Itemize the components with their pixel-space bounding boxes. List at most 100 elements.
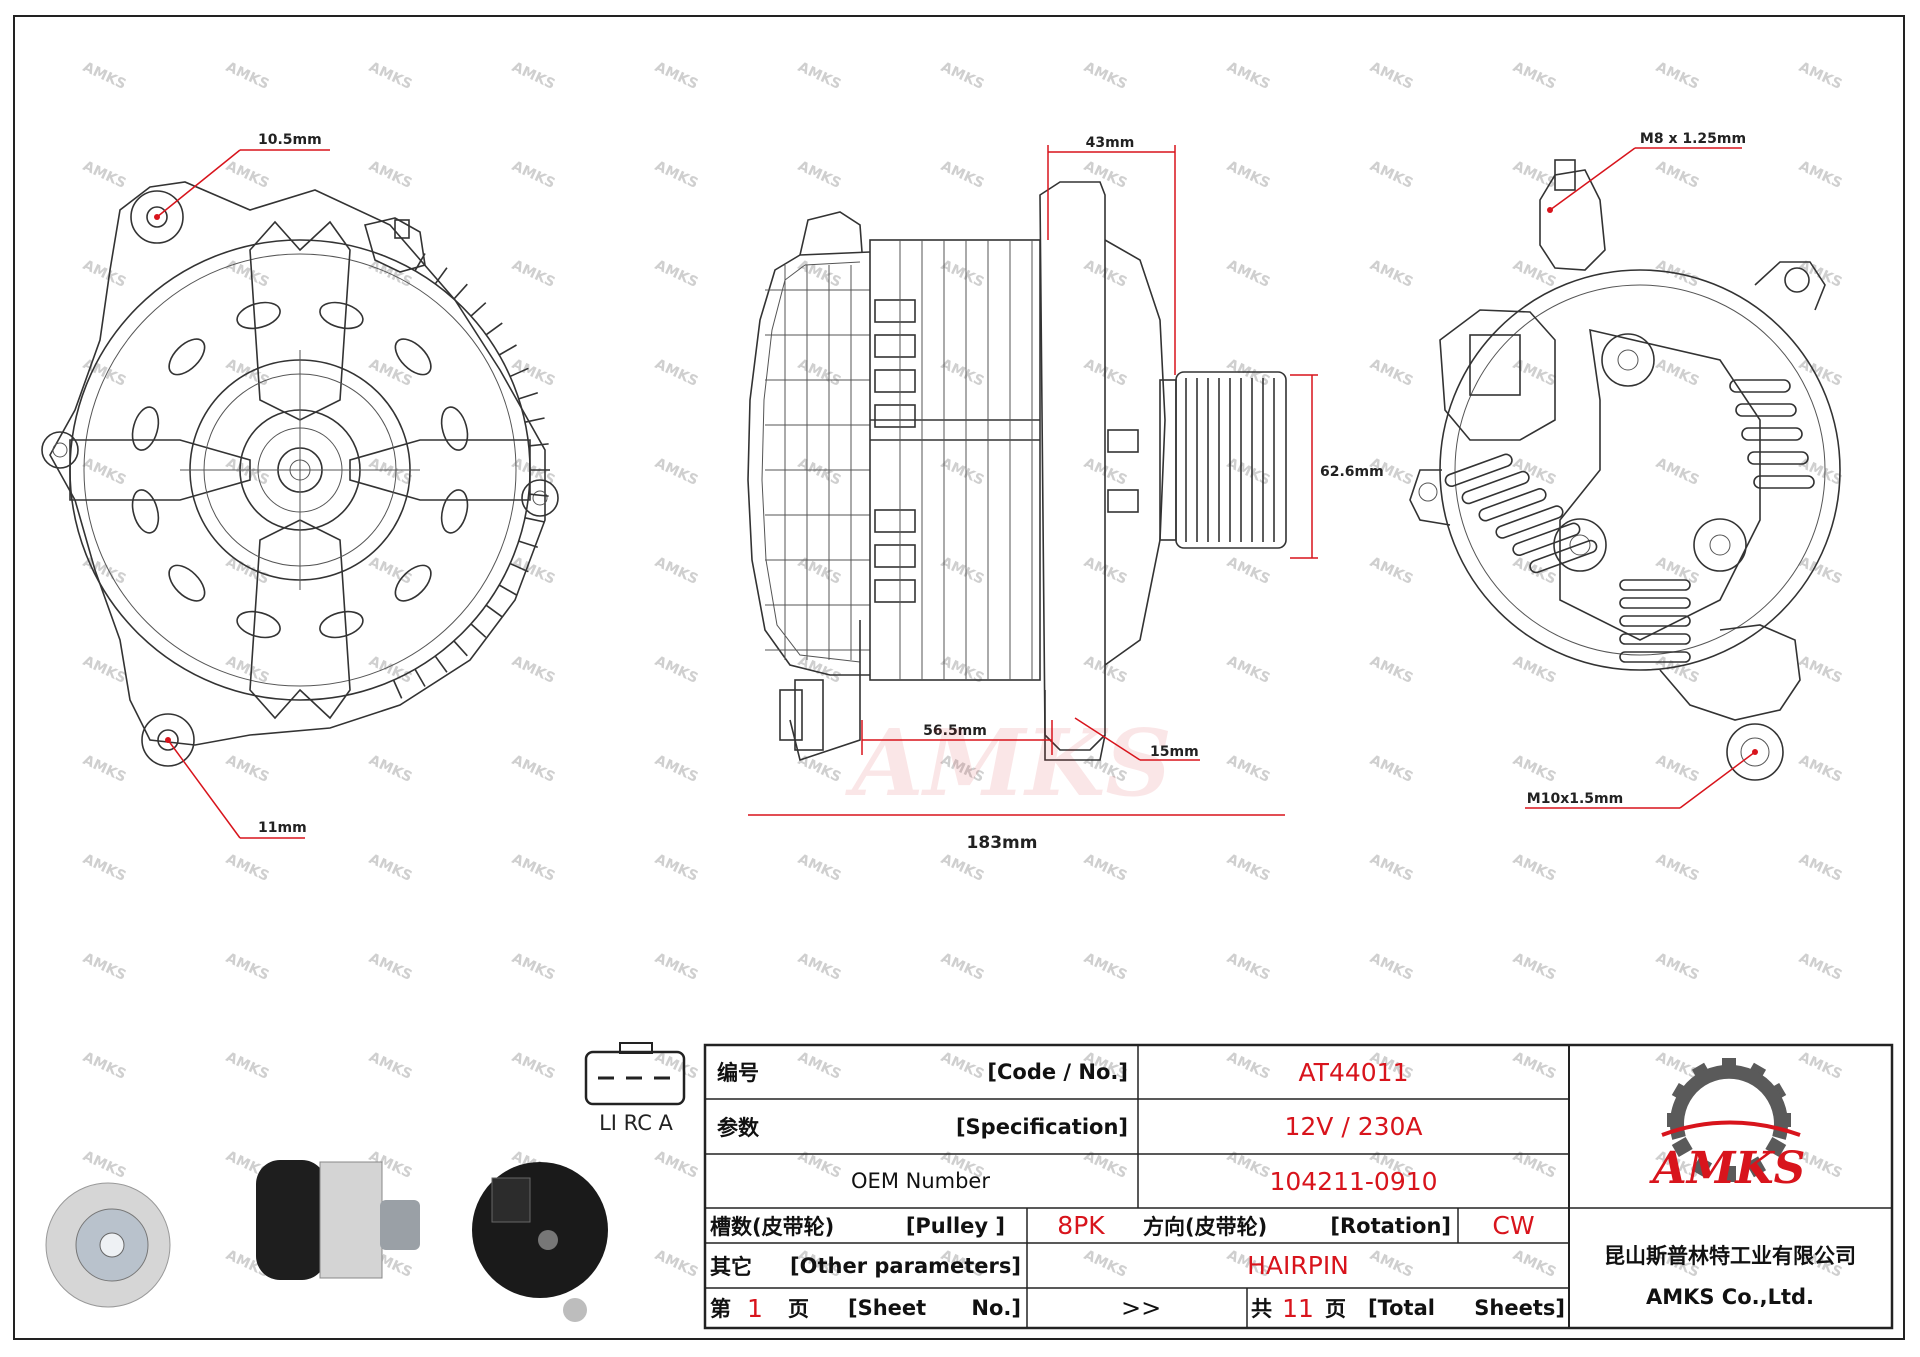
svg-text:AMKS: AMKS <box>1796 158 1844 192</box>
product-photo-rear <box>472 1162 608 1322</box>
svg-text:AMKS: AMKS <box>1367 950 1415 984</box>
svg-text:AMKS: AMKS <box>652 455 700 489</box>
svg-text:AMKS: AMKS <box>652 950 700 984</box>
svg-text:AMKS: AMKS <box>1796 59 1844 93</box>
svg-text:AMKS: AMKS <box>509 257 557 291</box>
svg-text:AMKS: AMKS <box>1796 950 1844 984</box>
svg-text:AMKS: AMKS <box>1367 158 1415 192</box>
svg-text:AMKS: AMKS <box>80 257 128 291</box>
company-name-en: AMKS Co.,Ltd. <box>1645 1285 1815 1309</box>
svg-text:AMKS: AMKS <box>1224 554 1272 588</box>
svg-text:AMKS: AMKS <box>1653 455 1701 489</box>
company-name-cn: 昆山斯普林特工业有限公司 <box>1604 1244 1856 1268</box>
title-block-grid <box>703 1043 1894 1330</box>
svg-text:AMKS: AMKS <box>366 158 414 192</box>
svg-text:AMKS: AMKS <box>80 851 128 885</box>
sheet-label-en-2: No.] <box>971 1296 1021 1320</box>
svg-text:AMKS: AMKS <box>1796 455 1844 489</box>
svg-text:AMKS: AMKS <box>80 1148 128 1182</box>
svg-text:AMKS: AMKS <box>223 455 271 489</box>
svg-text:AMKS: AMKS <box>1224 356 1272 390</box>
rotation-label-cn: 方向(皮带轮) <box>1143 1214 1268 1239</box>
svg-text:AMKS: AMKS <box>1224 752 1272 786</box>
svg-text:AMKS: AMKS <box>509 59 557 93</box>
svg-text:AMKS: AMKS <box>795 554 843 588</box>
svg-text:AMKS: AMKS <box>1653 851 1701 885</box>
logo-text: AMKS <box>1649 1143 1806 1194</box>
svg-text:AMKS: AMKS <box>1224 950 1272 984</box>
oem-value: 104211-0910 <box>1269 1166 1438 1196</box>
svg-text:AMKS: AMKS <box>652 1247 700 1281</box>
svg-text:AMKS: AMKS <box>366 554 414 588</box>
svg-text:AMKS: AMKS <box>652 1148 700 1182</box>
dim-mount-thread: M10x1.5mm <box>1527 791 1623 807</box>
other-label-cn: 其它 <box>710 1254 752 1279</box>
svg-text:AMKS: AMKS <box>1796 752 1844 786</box>
svg-text:AMKS: AMKS <box>1510 356 1558 390</box>
svg-text:AMKS: AMKS <box>223 1049 271 1083</box>
sheet-border <box>13 15 1905 1340</box>
svg-text:AMKS: AMKS <box>509 653 557 687</box>
svg-text:AMKS: AMKS <box>366 356 414 390</box>
svg-text:AMKS: AMKS <box>1081 950 1129 984</box>
total-label-en-2: Sheets] <box>1474 1296 1565 1320</box>
svg-text:AMKS: AMKS <box>938 653 986 687</box>
svg-text:AMKS: AMKS <box>795 158 843 192</box>
svg-text:AMKS: AMKS <box>652 752 700 786</box>
svg-text:AMKS: AMKS <box>1510 653 1558 687</box>
svg-text:AMKS: AMKS <box>1653 158 1701 192</box>
svg-text:AMKS: AMKS <box>1224 257 1272 291</box>
svg-text:AMKS: AMKS <box>1081 59 1129 93</box>
svg-text:AMKS: AMKS <box>223 851 271 885</box>
svg-text:AMKS: AMKS <box>1367 59 1415 93</box>
svg-text:AMKS: AMKS <box>1224 59 1272 93</box>
svg-text:AMKS: AMKS <box>366 455 414 489</box>
svg-text:AMKS: AMKS <box>80 158 128 192</box>
svg-text:AMKS: AMKS <box>80 455 128 489</box>
svg-text:AMKS: AMKS <box>1653 950 1701 984</box>
svg-text:AMKS: AMKS <box>1796 1049 1844 1083</box>
svg-text:AMKS: AMKS <box>1653 59 1701 93</box>
svg-text:AMKS: AMKS <box>1081 158 1129 192</box>
code-label-cn: 编号 <box>717 1061 759 1085</box>
svg-text:AMKS: AMKS <box>1224 455 1272 489</box>
svg-text:AMKS: AMKS <box>1367 554 1415 588</box>
svg-text:AMKS: AMKS <box>509 158 557 192</box>
total-suffix: 页 <box>1325 1297 1346 1321</box>
pulley-value: 8PK <box>1057 1211 1105 1240</box>
svg-text:AMKS: AMKS <box>652 158 700 192</box>
dim-pulley-diameter: 62.6mm <box>1320 464 1384 480</box>
svg-text:AMKS: AMKS <box>938 356 986 390</box>
svg-text:AMKS: AMKS <box>652 257 700 291</box>
svg-text:AMKS: AMKS <box>1653 554 1701 588</box>
svg-text:AMKS: AMKS <box>1510 158 1558 192</box>
svg-text:AMKS: AMKS <box>223 158 271 192</box>
svg-text:AMKS: AMKS <box>1510 554 1558 588</box>
svg-text:AMKS: AMKS <box>1367 653 1415 687</box>
svg-text:AMKS: AMKS <box>652 59 700 93</box>
svg-text:AMKS: AMKS <box>938 851 986 885</box>
svg-text:AMKS: AMKS <box>938 59 986 93</box>
svg-text:AMKS: AMKS <box>1796 851 1844 885</box>
svg-text:AMKS: AMKS <box>1367 851 1415 885</box>
sheet-suffix: 页 <box>788 1297 809 1321</box>
brand-watermark: AMKS <box>844 709 1172 817</box>
dim-terminal-thread: M8 x 1.25mm <box>1640 131 1746 147</box>
sheet-label-en: [Sheet <box>848 1296 927 1320</box>
svg-text:AMKS: AMKS <box>795 950 843 984</box>
connector-symbol <box>584 1042 686 1106</box>
amks-logo <box>1661 1058 1801 1182</box>
svg-text:AMKS: AMKS <box>1367 752 1415 786</box>
svg-text:AMKS: AMKS <box>509 950 557 984</box>
svg-text:AMKS: AMKS <box>652 851 700 885</box>
title-block: 编号 [Code / No.] AT44011 参数 [Specificatio… <box>703 1043 1856 1327</box>
rear-view-drawing <box>1409 147 1841 809</box>
rotation-label-en: [Rotation] <box>1330 1213 1451 1238</box>
front-view-drawing <box>41 149 559 839</box>
svg-text:AMKS: AMKS <box>938 455 986 489</box>
dim-front-bottom-hole: 11mm <box>258 820 307 836</box>
svg-text:AMKS: AMKS <box>652 356 700 390</box>
svg-text:AMKS: AMKS <box>1653 752 1701 786</box>
spec-label-en: [Specification] <box>955 1114 1128 1139</box>
